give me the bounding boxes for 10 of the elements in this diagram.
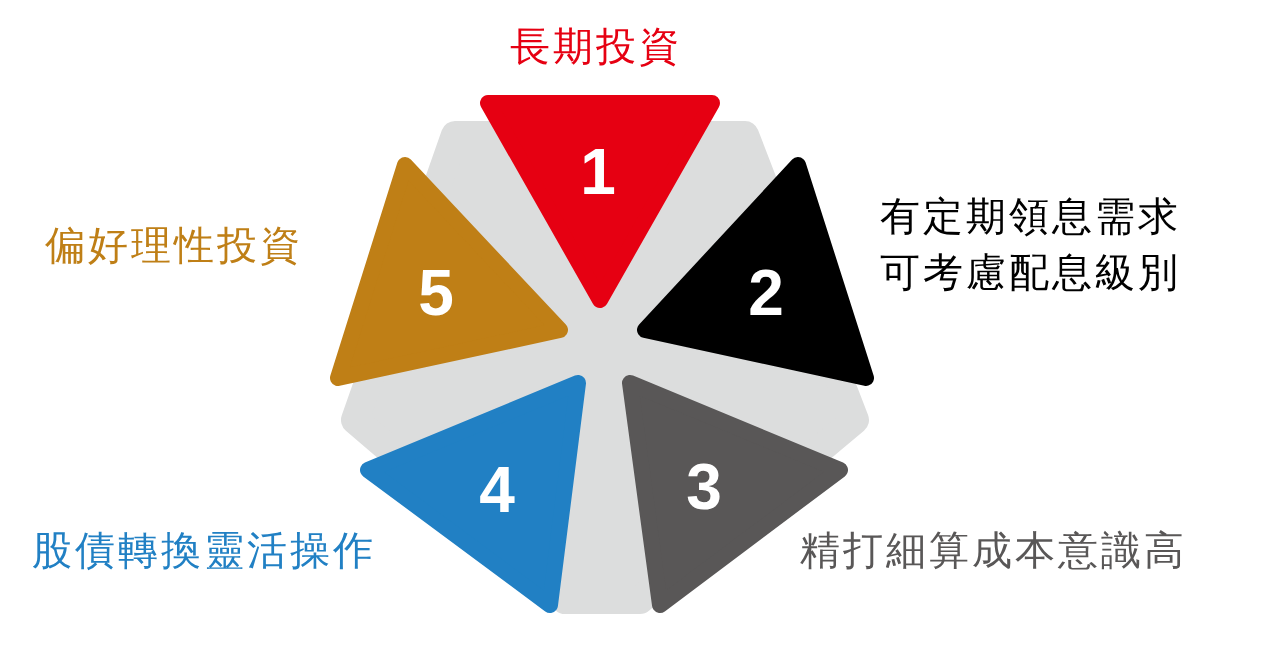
step-number: 2 xyxy=(748,261,784,325)
step-label: 股債轉換靈活操作 xyxy=(32,527,377,574)
step-number: 5 xyxy=(418,261,454,325)
step-label: 偏好理性投資 xyxy=(45,222,304,269)
step-label: 長期投資 xyxy=(510,23,683,70)
step-label: 精打細算成本意識高 xyxy=(800,527,1188,574)
step-number: 4 xyxy=(479,458,515,522)
step-number: 3 xyxy=(686,455,722,519)
step-label: 有定期領息需求可考慮配息級別 xyxy=(880,193,1182,296)
step-number: 1 xyxy=(580,140,616,204)
